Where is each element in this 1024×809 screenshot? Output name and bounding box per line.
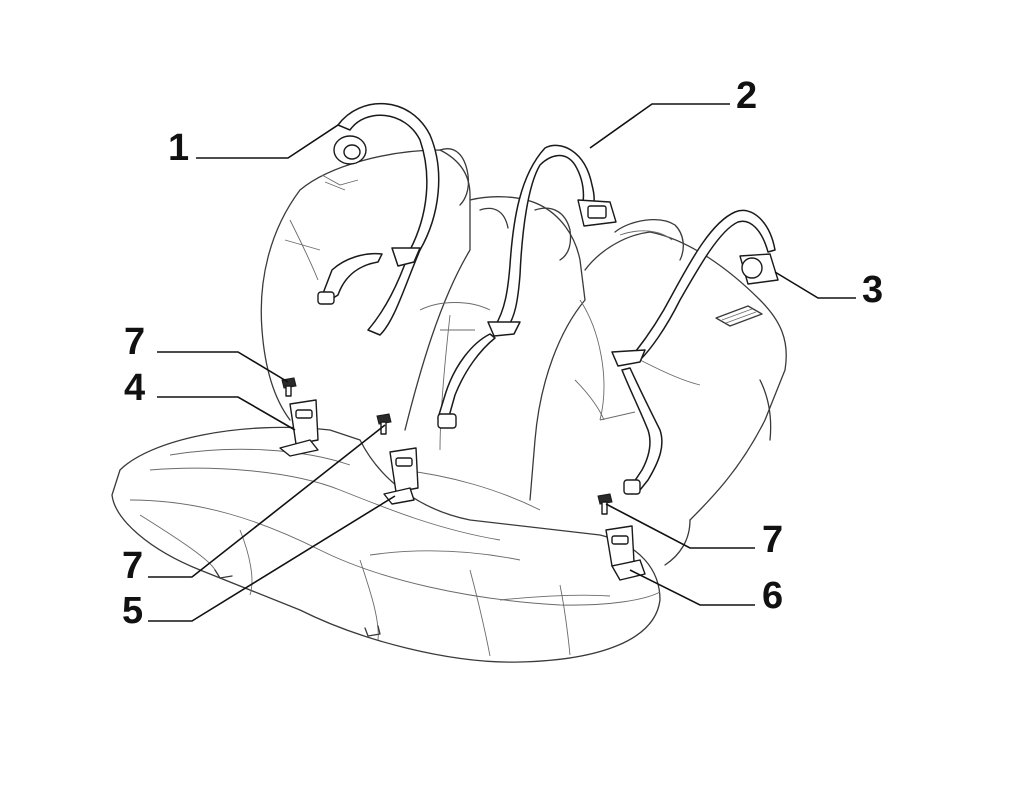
bolt-left bbox=[281, 377, 297, 397]
callout-7-left: 7 bbox=[124, 321, 145, 363]
callout-6: 6 bbox=[762, 575, 783, 617]
seat-belt-left bbox=[317, 103, 440, 336]
seat-belt-center bbox=[437, 144, 617, 429]
bolt-center bbox=[376, 413, 392, 435]
callout-7-right: 7 bbox=[762, 519, 783, 561]
seat-cushion bbox=[111, 426, 661, 663]
callout-4: 4 bbox=[124, 367, 145, 409]
bolt-right bbox=[597, 493, 613, 515]
leader-lines bbox=[148, 103, 856, 622]
callout-2: 2 bbox=[736, 75, 757, 117]
callout-7-center: 7 bbox=[122, 545, 143, 587]
buckle-center bbox=[383, 447, 419, 505]
callout-3: 3 bbox=[862, 269, 883, 311]
callout-1: 1 bbox=[168, 127, 189, 169]
buckle-left bbox=[279, 399, 319, 457]
seat-backrest bbox=[260, 148, 787, 566]
seat-belt-right bbox=[611, 209, 779, 495]
callout-5: 5 bbox=[122, 590, 143, 632]
buckle-right bbox=[605, 525, 646, 581]
